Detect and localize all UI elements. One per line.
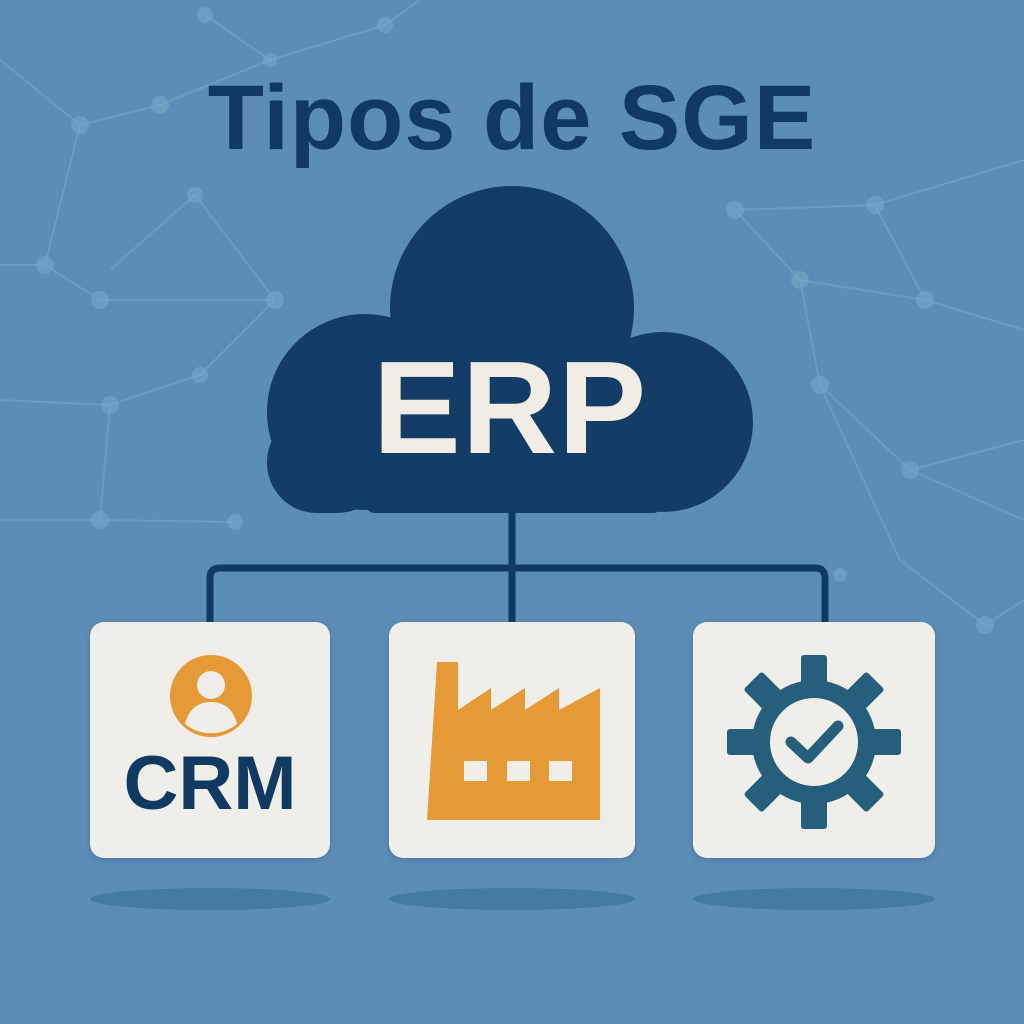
factory-card	[389, 622, 635, 858]
card-shadow	[389, 888, 635, 910]
check-icon	[785, 720, 844, 764]
card-shadow	[693, 888, 935, 910]
connector-lines	[206, 501, 829, 630]
cloud-icon	[267, 186, 753, 513]
crm-card: CRM	[90, 622, 330, 858]
gear-check-icon	[727, 655, 901, 829]
gear-card	[693, 622, 935, 858]
erp-label: ERP	[372, 334, 648, 481]
crm-label: CRM	[123, 741, 297, 826]
page-title: Tipos de SGE	[207, 67, 817, 169]
factory-icon	[427, 662, 600, 820]
user-icon	[170, 655, 252, 737]
card-shadow	[90, 888, 330, 910]
